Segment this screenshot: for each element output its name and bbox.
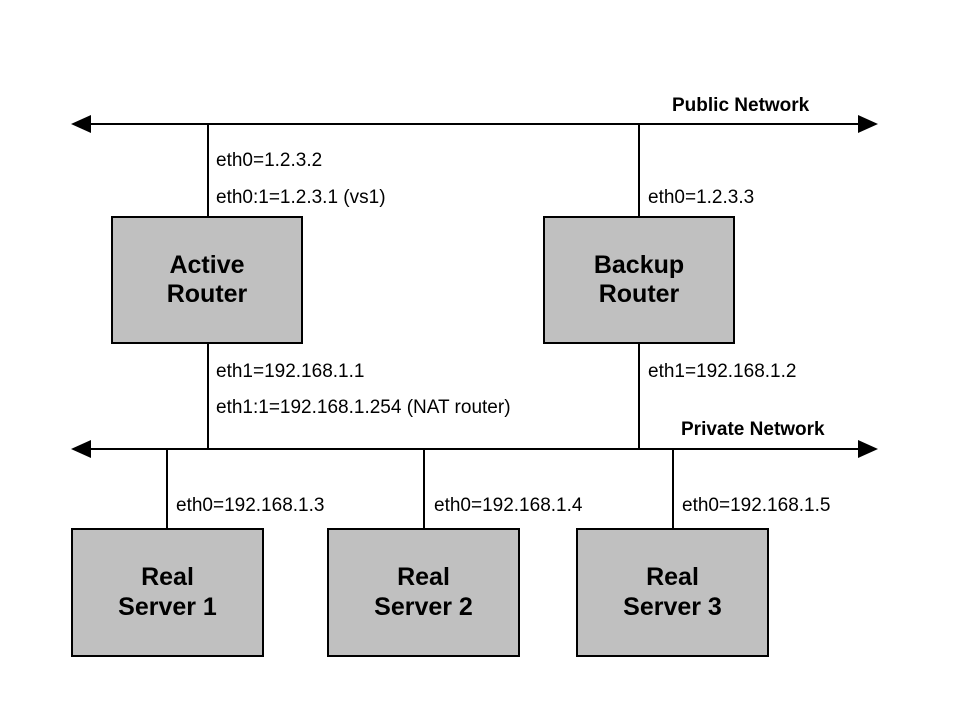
- backup-router-public-connector: [638, 123, 640, 218]
- real-server-2-label-line2: Server 2: [374, 592, 473, 621]
- public-network-label: Public Network: [672, 95, 810, 116]
- backup-router-label-line1: Backup: [593, 250, 685, 279]
- real-server-3-label-line1: Real: [646, 563, 699, 591]
- active-router-label-line2: Router: [166, 280, 248, 308]
- active-router-public-if-alias-label: eth0:1=1.2.3.1 (vs1): [216, 187, 386, 208]
- real-server-3-connector: [672, 448, 674, 528]
- backup-router-box[interactable]: Backup Router: [543, 216, 735, 344]
- active-router-box[interactable]: Active Router: [111, 216, 303, 344]
- real-server-1-connector: [166, 448, 168, 528]
- active-router-private-if-alias-label: eth1:1=192.168.1.254 (NAT router): [216, 397, 511, 418]
- active-router-private-connector: [207, 344, 209, 448]
- backup-router-private-if-label: eth1=192.168.1.2: [648, 361, 797, 382]
- backup-router-private-connector: [638, 344, 640, 448]
- real-server-2-connector: [423, 448, 425, 528]
- backup-router-public-if-label: eth0=1.2.3.3: [648, 187, 755, 208]
- public-bus-right-arrowhead: [858, 115, 878, 133]
- real-server-2-box[interactable]: Real Server 2: [327, 528, 520, 657]
- active-router-private-if-label: eth1=192.168.1.1: [216, 361, 365, 382]
- private-bus-left-arrowhead: [71, 440, 91, 458]
- real-server-3-label-line2: Server 3: [623, 592, 722, 621]
- real-server-2-label-line1: Real: [397, 563, 450, 591]
- private-network-label: Private Network: [681, 419, 825, 440]
- public-network-bus: [90, 123, 858, 125]
- private-network-bus: [90, 448, 858, 450]
- active-router-label-line1: Active: [169, 250, 245, 279]
- active-router-public-connector: [207, 123, 209, 218]
- backup-router-label-line2: Router: [598, 280, 680, 308]
- public-bus-left-arrowhead: [71, 115, 91, 133]
- real-server-2-interface-label: eth0=192.168.1.4: [434, 495, 583, 516]
- real-server-1-interface-label: eth0=192.168.1.3: [176, 495, 325, 516]
- active-router-public-if-label: eth0=1.2.3.2: [216, 150, 323, 171]
- real-server-3-interface-label: eth0=192.168.1.5: [682, 495, 831, 516]
- real-server-1-label-line1: Real: [141, 563, 194, 591]
- private-bus-right-arrowhead: [858, 440, 878, 458]
- real-server-1-label-line2: Server 1: [118, 592, 217, 621]
- real-server-1-box[interactable]: Real Server 1: [71, 528, 264, 657]
- real-server-3-box[interactable]: Real Server 3: [576, 528, 769, 657]
